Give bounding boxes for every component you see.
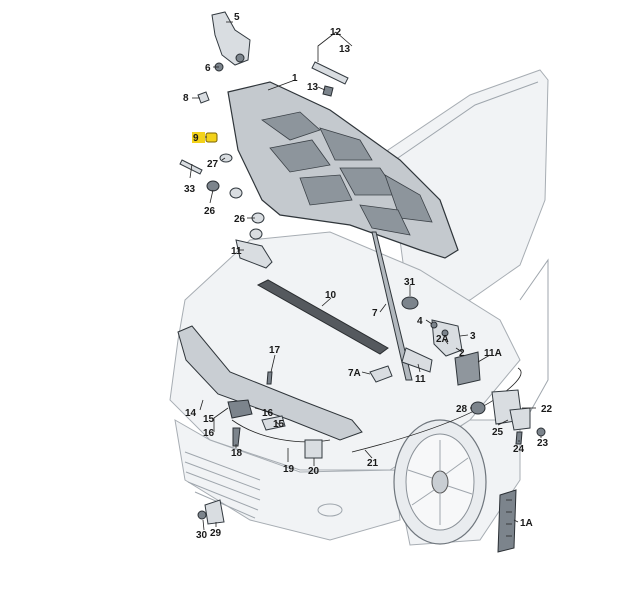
bracket-11-left[interactable] <box>235 239 273 269</box>
hood-hinge[interactable] <box>211 11 251 66</box>
label-1[interactable]: 1 <box>292 73 298 84</box>
label-highlight-9 <box>192 132 205 143</box>
screw-30[interactable] <box>197 510 207 520</box>
label-31[interactable]: 31 <box>404 277 416 288</box>
label-29[interactable]: 29 <box>210 528 222 539</box>
clip-set-1a[interactable] <box>497 489 517 553</box>
clip-13[interactable] <box>322 85 334 97</box>
release-cable-21[interactable] <box>351 367 522 453</box>
label-10[interactable]: 10 <box>325 290 337 301</box>
seal-strip-33[interactable] <box>179 159 203 175</box>
label-27[interactable]: 27 <box>207 159 219 170</box>
screw-24[interactable] <box>515 431 523 445</box>
label-3[interactable]: 3 <box>470 331 476 342</box>
nut-23[interactable] <box>536 427 546 437</box>
label-9[interactable]: 9 <box>193 133 199 144</box>
label-13-a[interactable]: 13 <box>339 44 351 55</box>
label-23[interactable]: 23 <box>537 438 549 449</box>
holder-20[interactable] <box>304 439 323 459</box>
label-1a[interactable]: 1A <box>520 518 533 529</box>
label-30[interactable]: 30 <box>196 530 208 541</box>
bracket-25[interactable] <box>509 407 531 431</box>
label-6[interactable]: 6 <box>205 63 211 74</box>
label-2a[interactable]: 2A <box>436 334 449 345</box>
front-bumper <box>174 419 401 541</box>
label-7a[interactable]: 7A <box>348 368 361 379</box>
fog-light <box>317 503 343 517</box>
buffer-9-highlighted[interactable] <box>205 132 218 143</box>
label-22[interactable]: 22 <box>541 404 553 415</box>
screw-17[interactable] <box>266 371 273 385</box>
catch-16[interactable] <box>227 399 253 419</box>
label-33[interactable]: 33 <box>184 184 196 195</box>
rubber-seal-10[interactable] <box>256 279 389 355</box>
gas-strut-7[interactable] <box>371 231 413 381</box>
label-4[interactable]: 4 <box>417 316 423 327</box>
car-body-illustration <box>169 69 549 546</box>
leader-lines <box>189 21 542 531</box>
buffer-8[interactable] <box>197 91 210 104</box>
cable-guide-15[interactable] <box>261 415 286 431</box>
label-2[interactable]: 2 <box>459 348 465 359</box>
front-wheel <box>393 419 487 545</box>
hood-stay-rod-12[interactable] <box>311 61 349 85</box>
label-11a[interactable]: 11A <box>484 348 502 359</box>
label-19[interactable]: 19 <box>283 464 295 475</box>
label-17[interactable]: 17 <box>269 345 281 356</box>
label-24[interactable]: 24 <box>513 444 525 455</box>
label-16-b[interactable]: 16 <box>262 408 274 419</box>
label-28[interactable]: 28 <box>456 404 468 415</box>
label-13-b[interactable]: 13 <box>307 82 319 93</box>
release-lever-18[interactable] <box>232 427 241 447</box>
label-16-a[interactable]: 16 <box>203 428 215 439</box>
roof-line <box>394 81 539 161</box>
insulation-11a[interactable] <box>454 351 481 386</box>
hood-panel[interactable] <box>227 81 459 259</box>
bracket-11-lower[interactable] <box>401 347 433 373</box>
grommet-26d[interactable] <box>249 228 263 240</box>
grommet-27[interactable] <box>219 153 233 163</box>
grille <box>184 451 261 519</box>
grommet-26b[interactable] <box>229 187 243 199</box>
crossmember[interactable] <box>177 325 363 441</box>
label-20[interactable]: 20 <box>308 466 320 477</box>
label-15-a[interactable]: 15 <box>203 414 215 425</box>
release-lever-7a[interactable] <box>369 365 393 383</box>
label-7[interactable]: 7 <box>372 308 378 319</box>
label-8[interactable]: 8 <box>183 93 189 104</box>
cap-31[interactable] <box>401 296 419 310</box>
label-12[interactable]: 12 <box>330 27 342 38</box>
buffer-29[interactable] <box>204 499 225 525</box>
grommet-26a[interactable] <box>206 180 220 192</box>
label-18[interactable]: 18 <box>231 448 243 459</box>
label-5[interactable]: 5 <box>234 12 240 23</box>
label-26-b[interactable]: 26 <box>234 214 246 225</box>
hood-lock-assembly[interactable] <box>430 319 463 357</box>
label-25[interactable]: 25 <box>492 427 504 438</box>
label-15-b[interactable]: 15 <box>273 419 285 430</box>
part-labels: 5 6 8 9 27 33 26 26 11 1 12 13 13 10 7 3… <box>183 12 553 541</box>
label-21[interactable]: 21 <box>367 458 379 469</box>
label-11-b[interactable]: 11 <box>415 374 426 385</box>
label-26-a[interactable]: 26 <box>204 206 216 217</box>
grommet-28[interactable] <box>470 401 486 415</box>
label-14[interactable]: 14 <box>185 408 197 419</box>
label-11-a[interactable]: 11 <box>231 246 242 257</box>
